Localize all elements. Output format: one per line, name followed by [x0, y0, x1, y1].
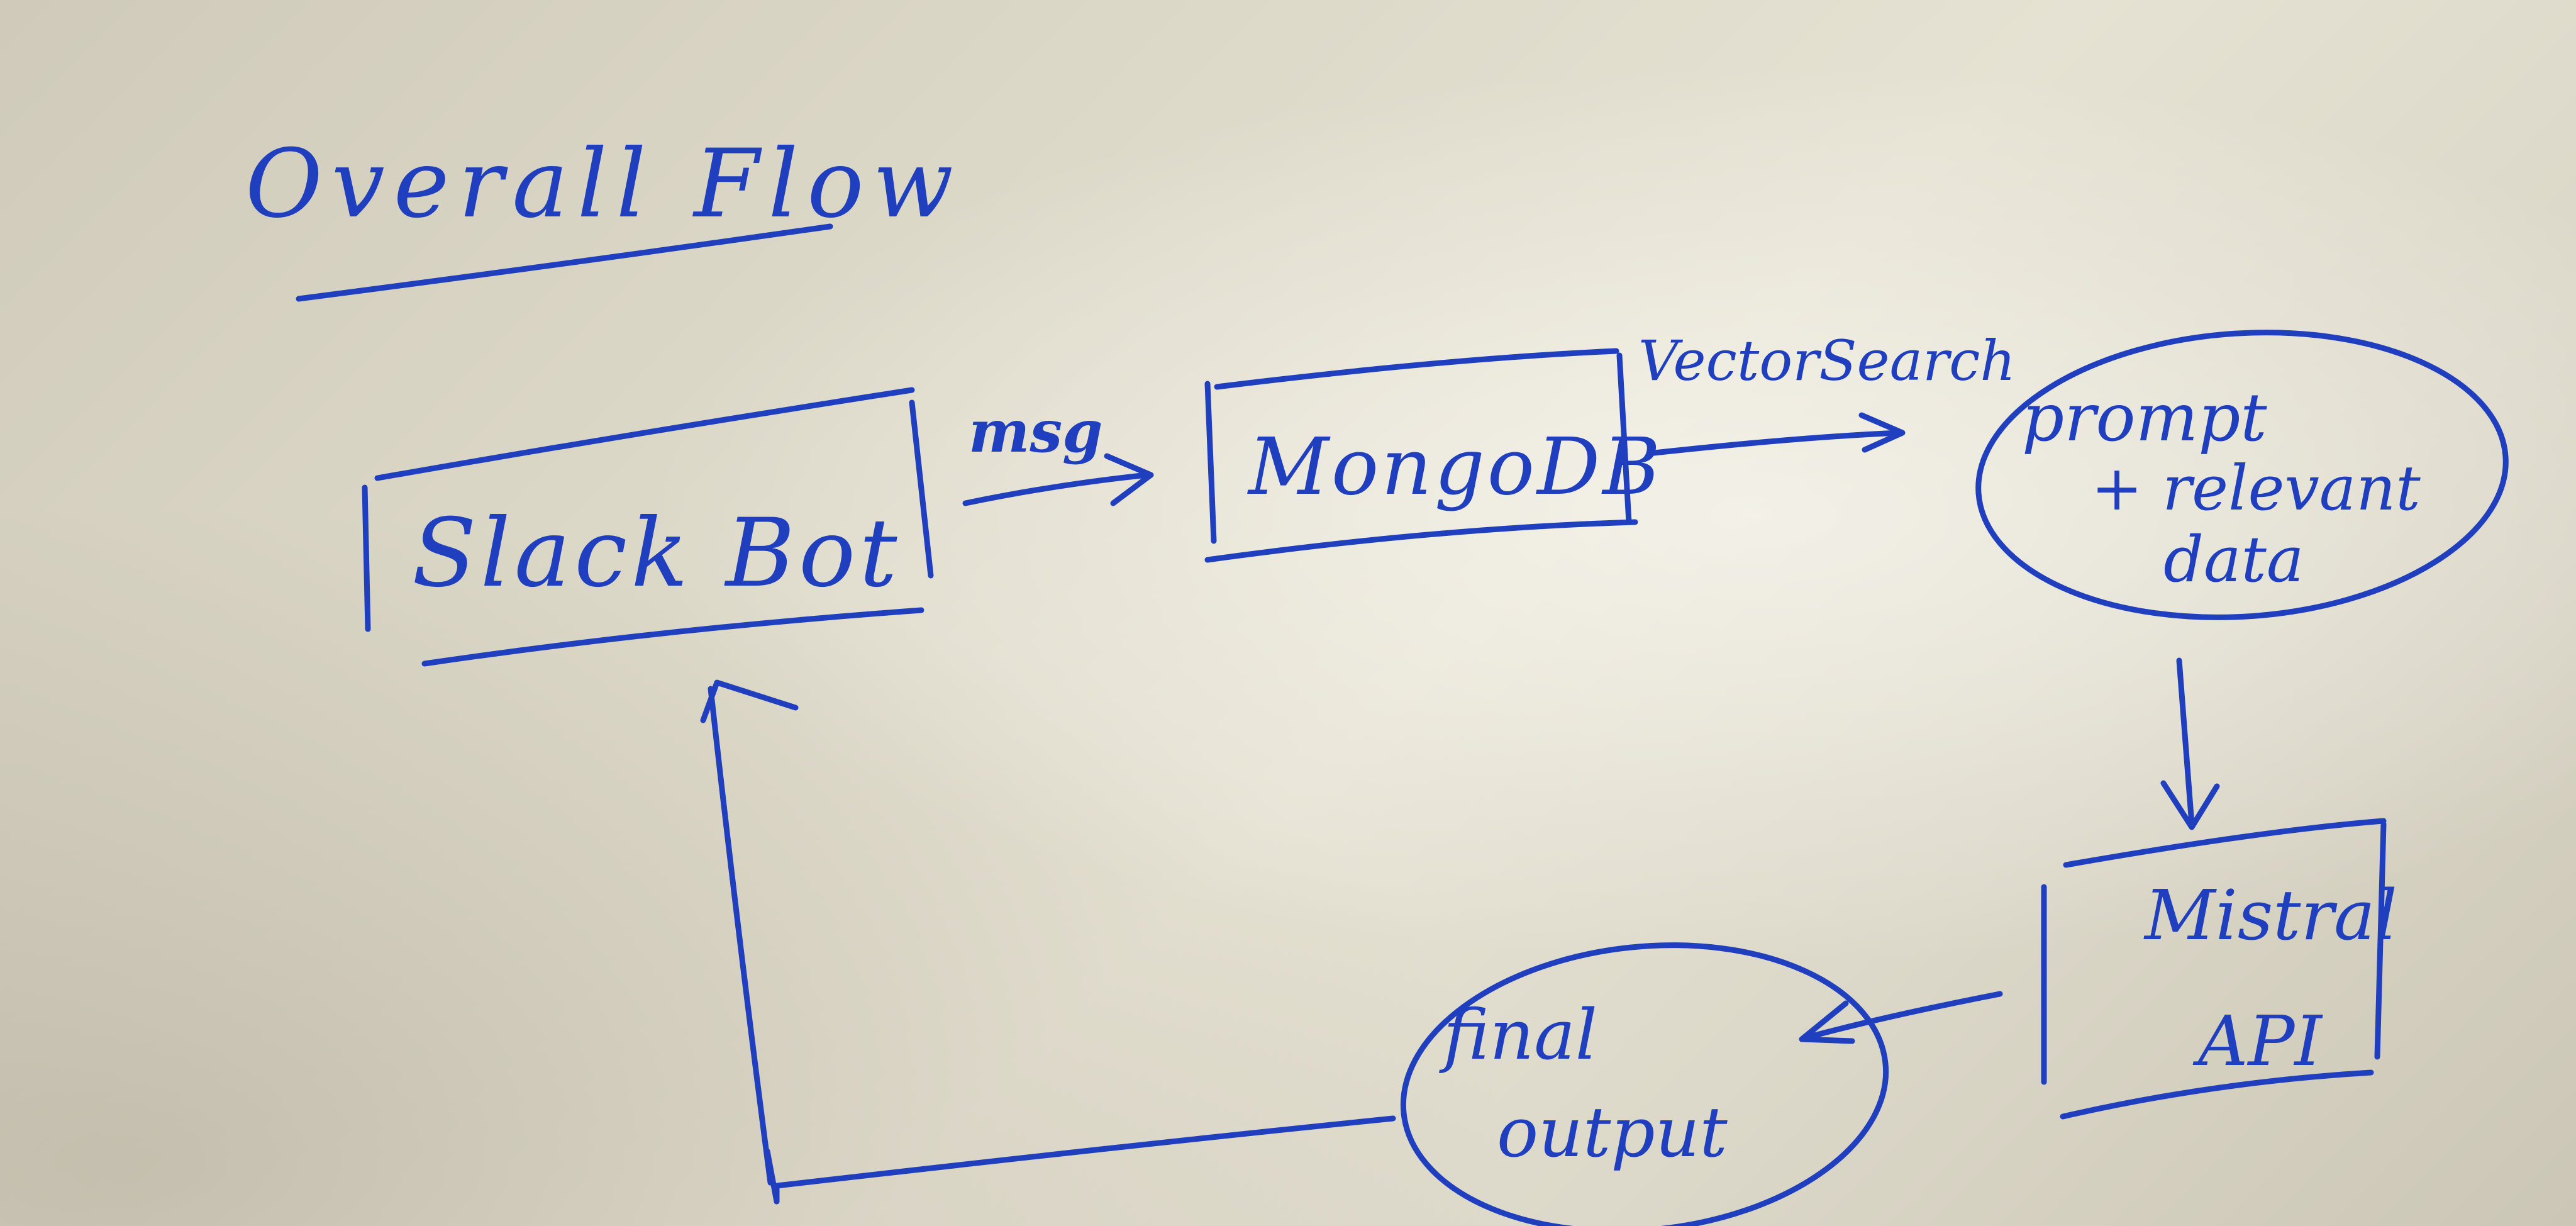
mistral-to-final-arrow — [1799, 991, 2003, 1044]
vector-search-label: VectorSearch — [1638, 328, 2016, 393]
diagram-title: Overall Flow — [245, 130, 962, 239]
slack-bot-box — [362, 387, 934, 667]
prompt-to-mistral-arrow — [2160, 657, 2220, 830]
title-underline — [296, 223, 833, 302]
msg-arrow — [962, 453, 1154, 506]
prompt-ellipse — [1975, 330, 2509, 620]
msg-label: msg — [969, 398, 1103, 465]
mistral-box — [2041, 818, 2387, 1120]
mongodb-box — [1204, 348, 1638, 563]
prompt-label-line1: prompt — [2022, 379, 2267, 456]
final-output-label-line2: output — [1497, 1092, 1728, 1173]
mistral-label-line2: API — [2198, 1001, 2322, 1081]
final-output-label-line1: final — [1443, 995, 1597, 1075]
final-output-ellipse — [1400, 942, 1889, 1226]
mongodb-label: MongoDB — [1248, 421, 1663, 513]
return-arrow — [700, 679, 1396, 1205]
prompt-label-line3: data — [2163, 523, 2304, 596]
mistral-label-line1: Mistral — [2145, 875, 2397, 956]
vector-search-arrow — [1651, 412, 1906, 456]
prompt-label-line2: + relevant — [2091, 453, 2421, 525]
slack-bot-label: Slack Bot — [412, 499, 901, 608]
